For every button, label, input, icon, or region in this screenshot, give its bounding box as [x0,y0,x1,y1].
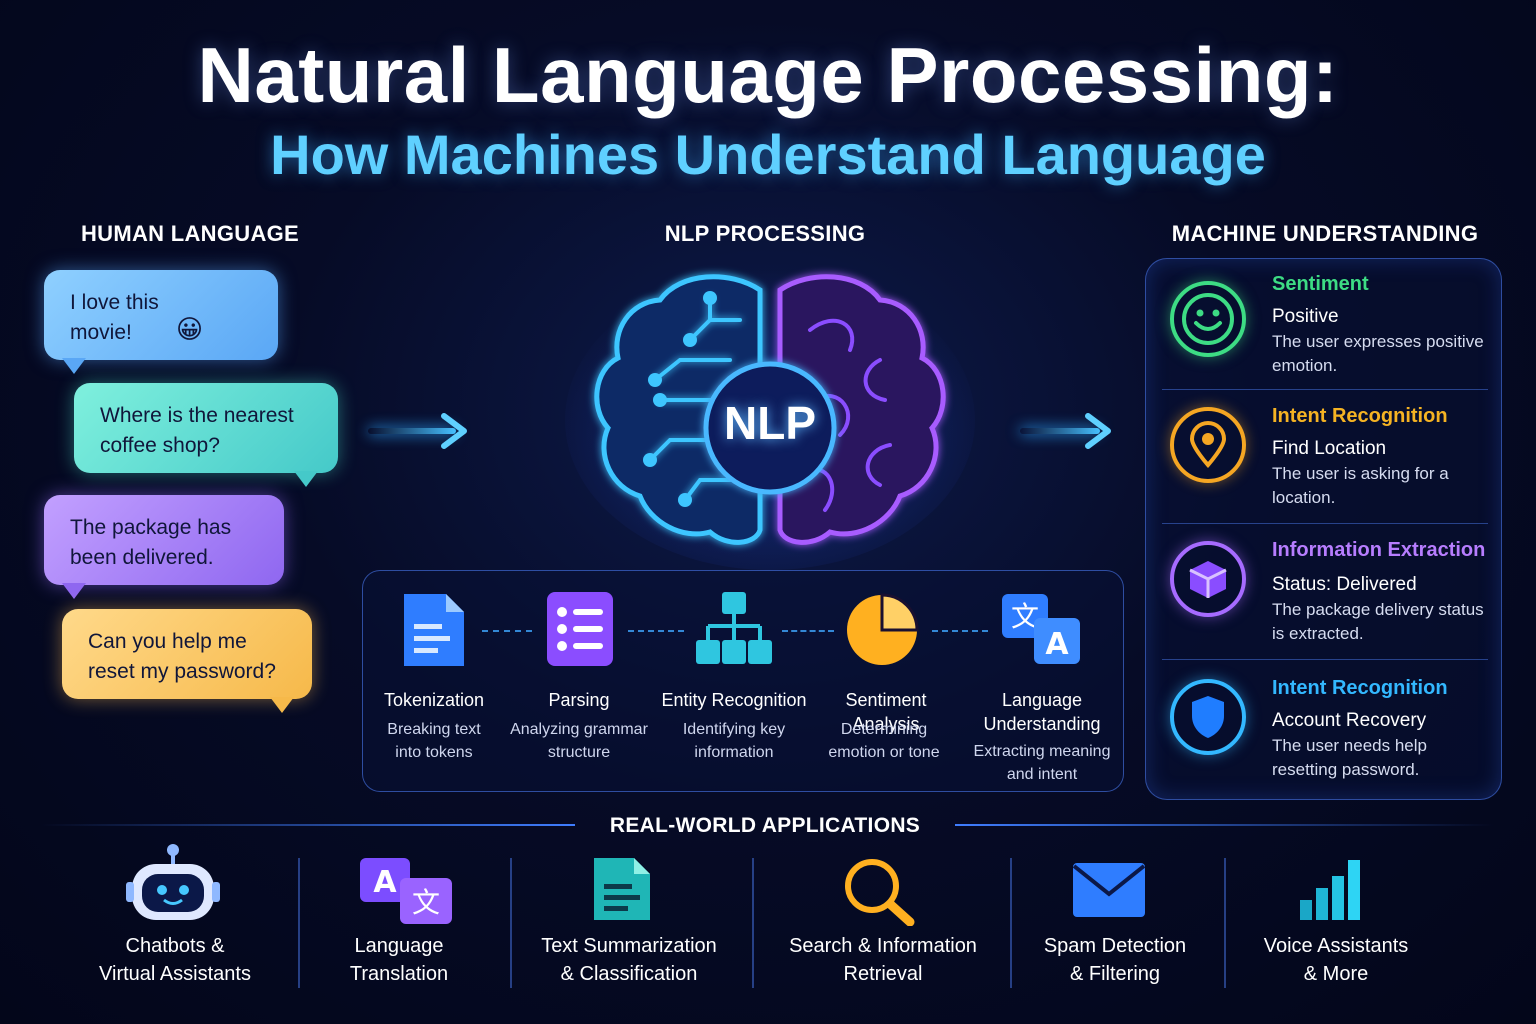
step-sentiment-desc: Determining emotion or tone [828,721,940,761]
arrow-head-icon [1085,413,1111,449]
bubble-package: The package has been delivered. [44,495,284,599]
machine-understanding-heading: MACHINE UNDERSTANDING [1171,221,1479,246]
bubble-tail [294,471,318,487]
step-connector [628,630,684,632]
app-label-line2: Translation [349,963,449,985]
understanding-value: Account Recovery [1272,710,1427,731]
step-entity-name: Entity Recognition [661,690,807,710]
app-translation-label: Language Translation [306,932,492,988]
shield-icon [1170,679,1246,755]
understanding-value: Find Location [1272,438,1387,459]
separator [510,858,512,988]
understanding-category: Intent Recognition [1272,677,1448,699]
smiley-icon [1170,281,1246,357]
app-label-line2: Virtual Assistants [99,963,251,985]
step-entity-desc: Identifying key information [682,721,786,761]
step-connector [482,630,532,632]
location-pin-icon [1170,407,1246,483]
separator [1010,858,1012,988]
separator [298,858,300,988]
understanding-desc: The package delivery status is extracted… [1272,600,1484,643]
understanding-value: Status: Delivered [1272,574,1417,595]
bubble-tail [270,697,294,713]
app-label-line1: Spam Detection [1043,935,1187,957]
svg-text:A: A [1045,627,1069,662]
svg-text:文: 文 [412,886,440,919]
document-icon [404,594,464,666]
list-icon [547,592,613,666]
app-label-line1: Voice Assistants [1263,935,1409,957]
magnifier-icon [845,859,915,926]
understanding-desc: The user needs help resetting password. [1272,736,1427,779]
pie-chart-icon [847,593,919,665]
arrow-to-understanding [1020,428,1100,434]
step-connector [782,630,834,632]
step-parsing-desc: Analyzing grammar structure [510,721,648,761]
understanding-category: Sentiment [1272,273,1369,295]
bubble-text: Can you help me reset my password? [88,630,276,683]
translate-icon: 文 A [1002,594,1080,664]
app-label-line1: Search & Information [789,935,977,957]
app-search-label: Search & Information Retrieval [762,932,1004,988]
robot-icon [126,844,220,920]
app-label-line2: & Classification [560,963,698,985]
machine-understanding-panel: Sentiment Positive The user expresses po… [1145,258,1502,800]
nlp-processing-heading: NLP PROCESSING [664,221,866,246]
human-language-heading: HUMAN LANGUAGE [80,221,300,246]
bubble-tail [62,583,86,599]
divider [1162,389,1488,390]
package-icon [1170,541,1246,617]
app-label-line2: & More [1303,963,1369,985]
svg-text:A: A [373,865,397,900]
understanding-desc: The user expresses positive emotion. [1272,332,1484,375]
page-subtitle: How Machines Understand Language [270,123,1266,186]
understanding-desc: The user is asking for a location. [1272,464,1449,507]
separator [1224,858,1226,988]
understanding-category: Intent Recognition [1272,405,1448,427]
bubble-coffee: Where is the nearest coffee shop? [74,383,338,487]
separator [752,858,754,988]
nlp-core-label: NLP [724,397,816,449]
envelope-icon [1072,863,1146,917]
hierarchy-icon [696,592,772,664]
app-label-line2: & Filtering [1069,963,1161,985]
step-understanding-desc: Extracting meaning and intent [973,743,1111,783]
app-label-line1: Text Summarization [541,935,717,957]
arrow-to-nlp [368,428,456,434]
app-spam-label: Spam Detection & Filtering [1018,932,1212,988]
section-rule-right [955,824,1495,826]
smiley-emoji-icon: 😀 [176,314,204,344]
translate-icon: A 文 [360,858,452,924]
brain-illustration [565,270,975,570]
step-understanding-name: Language Understanding [983,690,1101,734]
bubble-text: The package has been delivered. [70,516,232,569]
step-parsing-name: Parsing [548,690,610,710]
bubble-movie: I love this movie! 😀 [44,270,278,374]
step-tokenization-name: Tokenization [383,690,485,710]
page-title: Natural Language Processing: [197,31,1339,119]
app-chatbots-label: Chatbots & Virtual Assistants [60,932,290,988]
document-icon [594,858,650,920]
bar-chart-icon [1300,860,1360,920]
step-connector [932,630,988,632]
divider [1162,523,1488,524]
divider [1162,659,1488,660]
bubble-password: Can you help me reset my password? [62,609,312,713]
applications-heading: REAL-WORLD APPLICATIONS [609,814,921,837]
app-summarization-label: Text Summarization & Classification [518,932,740,988]
app-label-line1: Language [354,935,444,957]
bubble-text: I love this movie! [70,291,159,344]
arrow-head-icon [441,413,467,449]
understanding-value: Positive [1272,306,1339,327]
app-label-line2: Retrieval [843,963,923,985]
bubble-tail [62,358,86,374]
app-voice-label: Voice Assistants & More [1236,932,1436,988]
bubble-text: Where is the nearest coffee shop? [100,404,294,457]
understanding-category: Information Extraction [1272,539,1486,561]
section-rule-left [40,824,575,826]
step-sentiment-name: Sentiment Analysis [845,690,927,734]
app-label-line1: Chatbots & [125,935,225,957]
step-tokenization-desc: Breaking text into tokens [387,721,481,761]
